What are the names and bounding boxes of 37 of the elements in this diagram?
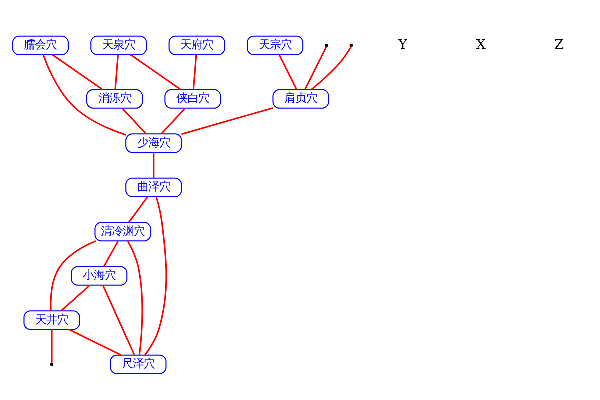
connector	[51, 329, 53, 363]
node-box: 曲泽穴	[126, 177, 182, 197]
connector	[304, 46, 328, 90]
node-box: 天府穴	[168, 35, 226, 55]
connector	[42, 54, 126, 136]
node-box: 天宗穴	[247, 35, 304, 55]
connector	[103, 240, 119, 267]
node-box: 侠白穴	[164, 88, 222, 108]
node-box: 臑会穴	[12, 35, 69, 55]
node-box: 肩贞穴	[272, 88, 330, 108]
connector	[128, 196, 148, 223]
connector	[311, 46, 352, 90]
connector	[182, 106, 274, 135]
node-box: 少海穴	[126, 133, 182, 153]
connector	[50, 240, 96, 311]
connector	[122, 108, 147, 134]
node-box: 消泺穴	[86, 88, 144, 108]
label: Z	[554, 38, 564, 53]
label: X	[476, 38, 486, 53]
connector	[160, 108, 186, 134]
connector	[127, 240, 144, 355]
node-box: 尺泽穴	[110, 354, 167, 374]
connector	[60, 284, 90, 312]
node-box: 天井穴	[24, 310, 80, 330]
label: Y	[398, 38, 408, 53]
connector	[192, 54, 198, 90]
connector	[102, 284, 136, 355]
connector	[153, 152, 155, 178]
node-box: 清冷渊穴	[94, 222, 152, 242]
connector	[278, 54, 298, 90]
connector	[144, 196, 168, 356]
node-box: 小海穴	[71, 266, 128, 286]
connector	[114, 54, 119, 90]
node-box: 天泉穴	[90, 35, 148, 55]
connector	[68, 328, 122, 356]
connector	[130, 54, 182, 90]
connector	[52, 54, 104, 90]
